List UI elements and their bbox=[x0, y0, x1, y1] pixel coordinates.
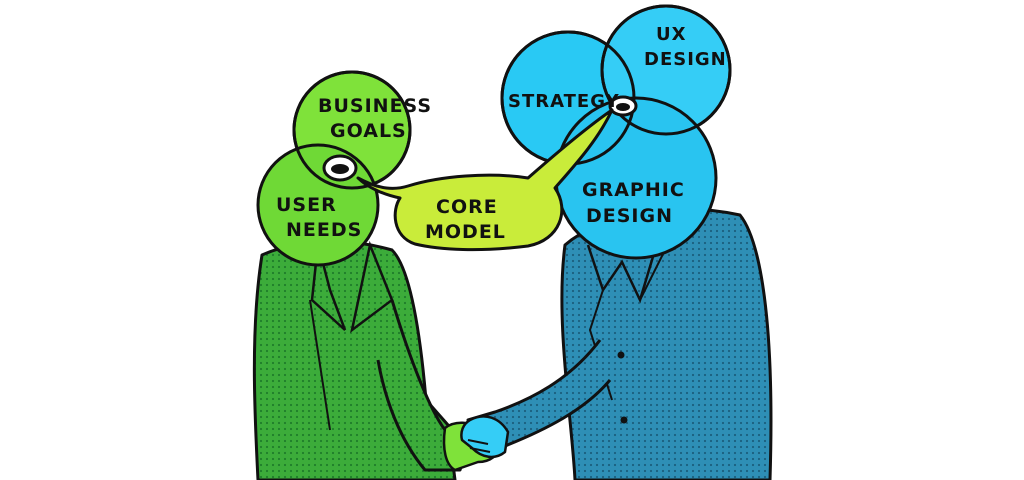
label-user: USER bbox=[276, 194, 337, 216]
label-strategy: STRATEGY bbox=[508, 91, 620, 112]
green-lapel-right bbox=[350, 240, 394, 333]
suit-button-2 bbox=[620, 416, 628, 424]
label-goals: GOALS bbox=[330, 120, 407, 142]
label-ux-design: DESIGN bbox=[644, 49, 727, 70]
speech-bubble-shape bbox=[356, 108, 614, 252]
label-needs: NEEDS bbox=[286, 219, 362, 241]
label-ux: UX bbox=[656, 24, 687, 45]
handshake bbox=[442, 415, 510, 472]
label-core: CORE bbox=[436, 196, 498, 218]
label-graphic-design: DESIGN bbox=[586, 205, 673, 227]
blue-hand bbox=[460, 415, 510, 459]
green-mouth bbox=[322, 154, 358, 182]
graphic-design-circle bbox=[554, 96, 718, 260]
core-model-speech-bubble: CORE MODEL bbox=[356, 108, 614, 252]
suit-button-1 bbox=[617, 351, 625, 359]
label-business: BUSINESS bbox=[318, 95, 432, 117]
label-model: MODEL bbox=[425, 221, 506, 243]
label-graphic: GRAPHIC bbox=[582, 179, 685, 201]
blue-mouth bbox=[608, 95, 638, 117]
green-figure: BUSINESS GOALS USER NEEDS bbox=[252, 70, 472, 480]
green-lapel-left bbox=[310, 243, 347, 331]
